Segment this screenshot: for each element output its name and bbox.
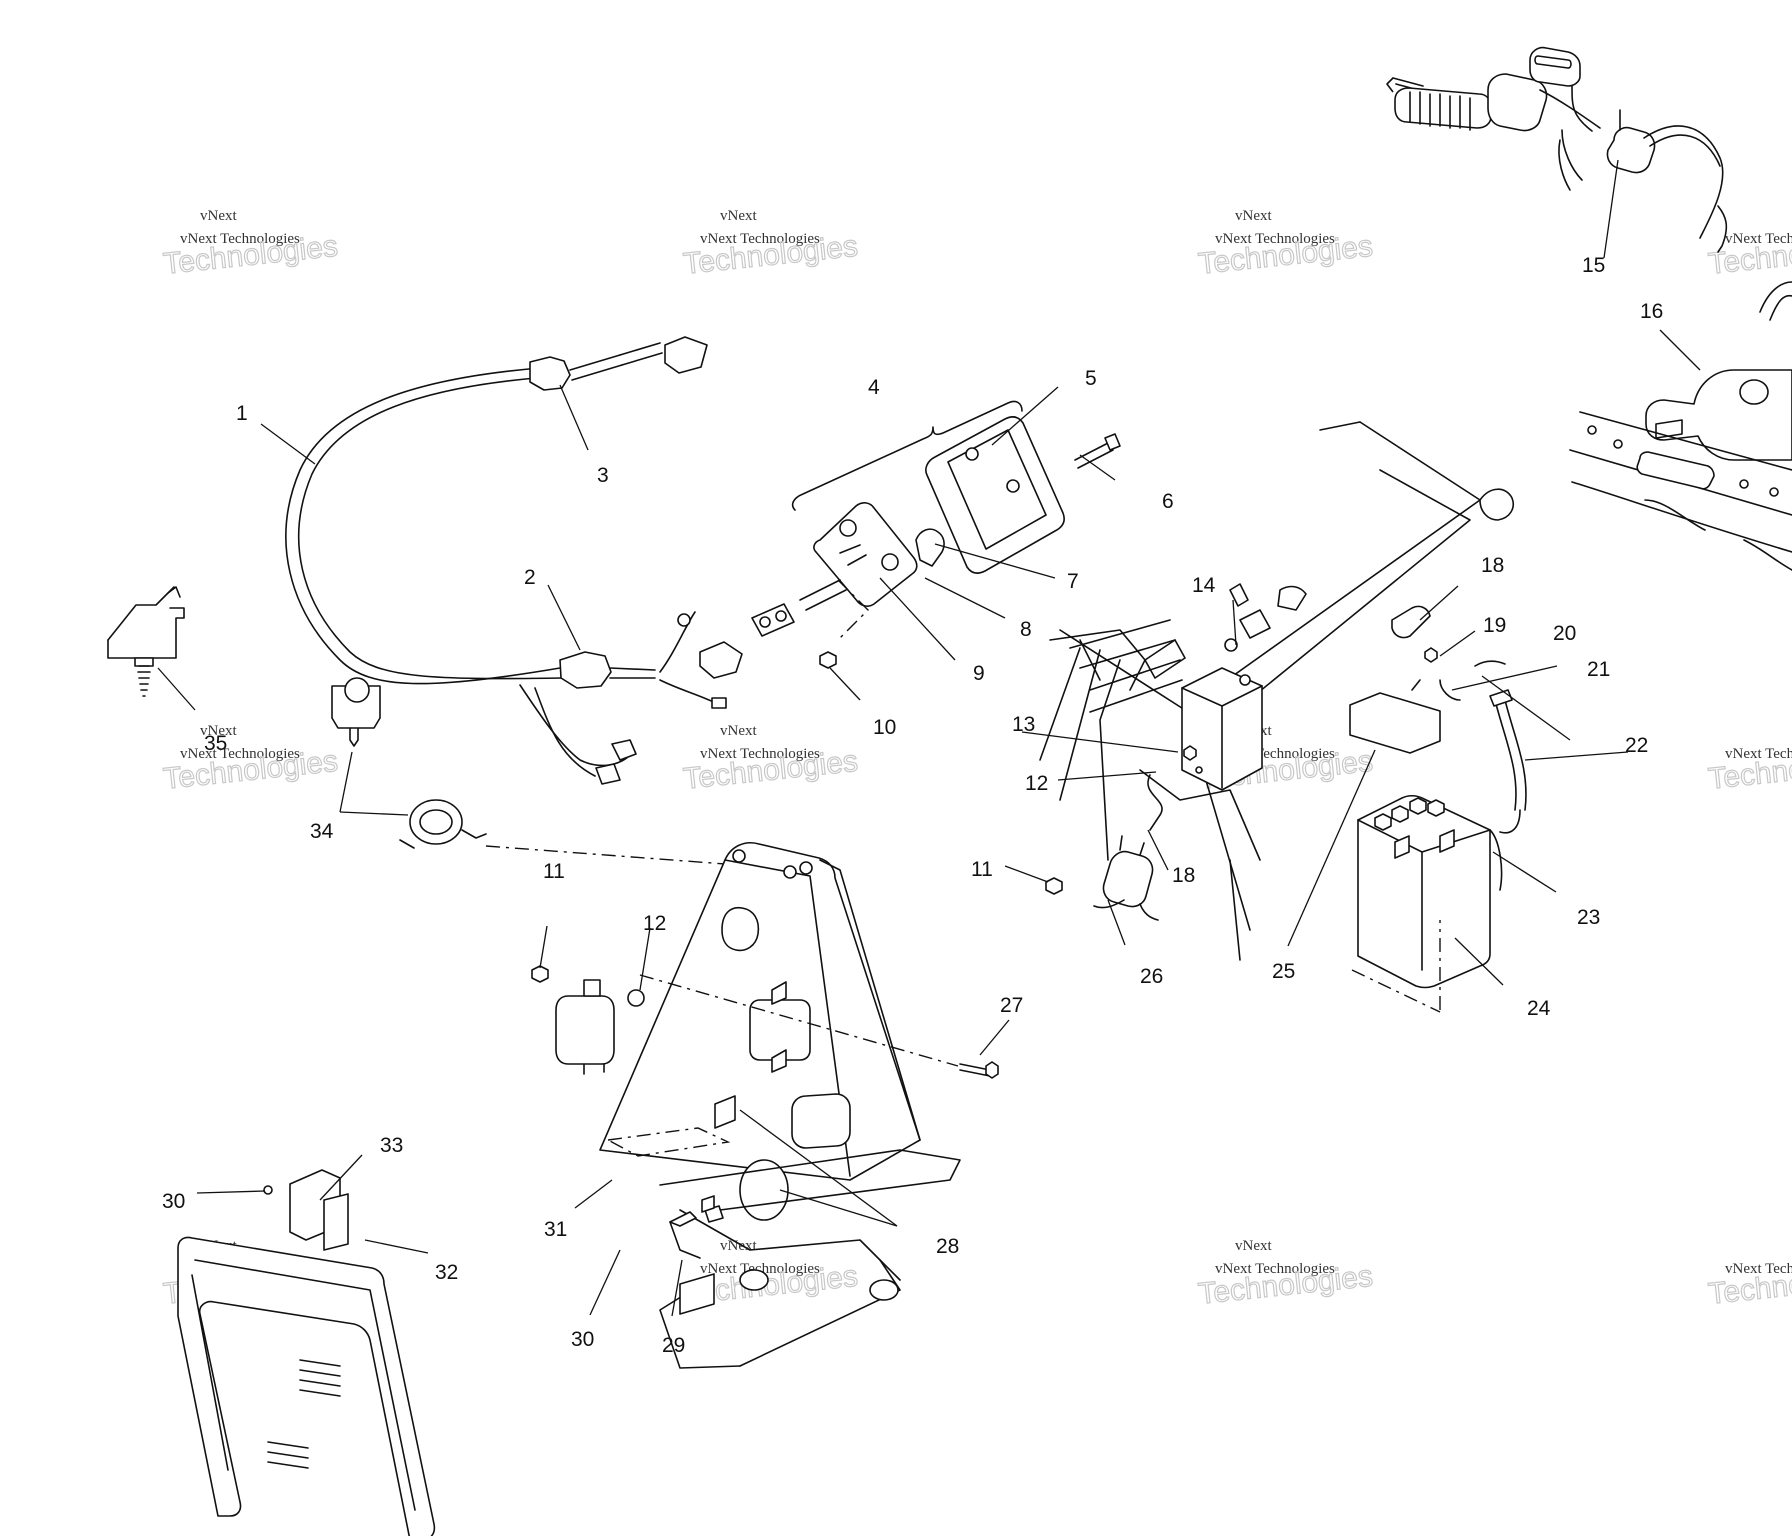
handlebar-switch bbox=[1386, 46, 1728, 253]
callout-14: 14 bbox=[1192, 574, 1216, 597]
svg-text:vNext: vNext bbox=[720, 723, 757, 739]
callout-23: 23 bbox=[1577, 906, 1600, 929]
callout-7: 7 bbox=[1067, 570, 1079, 593]
callout-10: 10 bbox=[873, 716, 896, 739]
watermark: vNext vNext Technologies Technologies bbox=[161, 723, 340, 796]
callout-4: 4 bbox=[868, 376, 880, 399]
callout-28: 28 bbox=[936, 1235, 959, 1258]
svg-text:vNext Technologies: vNext Technologies bbox=[1215, 1261, 1335, 1277]
watermark: vNext Technologies Technologies bbox=[1706, 744, 1792, 796]
callout-13: 13 bbox=[1012, 713, 1035, 736]
svg-text:vNext Technologies: vNext Technologies bbox=[180, 231, 300, 247]
coil-centre bbox=[531, 965, 645, 1075]
callout-22: 22 bbox=[1625, 734, 1648, 757]
svg-text:vNext: vNext bbox=[720, 1238, 757, 1254]
watermark: vNext vNext Technologies Technologies bbox=[1196, 208, 1375, 281]
callout-8: 8 bbox=[1020, 618, 1032, 641]
mounting-plate bbox=[599, 842, 999, 1369]
watermark: vNext Technologies Technologies bbox=[1706, 229, 1792, 281]
watermark: vNext vNext Technologies Technologies bbox=[1196, 1238, 1375, 1311]
callout-32: 32 bbox=[435, 1261, 458, 1284]
svg-text:vNext Technologies: vNext Technologies bbox=[700, 231, 820, 247]
callout-30-guard: 30 bbox=[162, 1190, 185, 1213]
watermark: vNext vNext Technologies Technologies bbox=[681, 723, 860, 796]
callout-35: 35 bbox=[204, 732, 227, 755]
horn-frame bbox=[1569, 281, 1792, 571]
callout-15: 15 bbox=[1582, 254, 1605, 277]
callout-11-centre: 11 bbox=[543, 860, 565, 883]
callout-16: 16 bbox=[1640, 300, 1663, 323]
svg-text:vNext: vNext bbox=[200, 208, 237, 224]
callout-9: 9 bbox=[973, 662, 985, 685]
watermark-group: vNext vNext Technologies Technologies vN… bbox=[161, 208, 1792, 1311]
svg-text:vNext Technologies: vNext Technologies bbox=[1215, 231, 1335, 247]
watermark: vNext vNext Technologies Technologies bbox=[161, 208, 340, 281]
svg-text:vNext Technologies: vNext Technologies bbox=[1725, 231, 1792, 247]
tail-light-assembly bbox=[751, 400, 1121, 669]
callout-6: 6 bbox=[1162, 490, 1174, 513]
leader-lines bbox=[157, 159, 1701, 1317]
watermark: vNext vNext Technologies Technologies bbox=[681, 208, 860, 281]
callout-11: 11 bbox=[971, 858, 993, 881]
callout-12-centre: 12 bbox=[643, 912, 666, 935]
callout-26: 26 bbox=[1140, 965, 1163, 988]
callout-25: 25 bbox=[1272, 960, 1295, 983]
frame-battery bbox=[1039, 421, 1527, 1013]
callout-21: 21 bbox=[1587, 658, 1610, 681]
callout-12: 12 bbox=[1025, 772, 1048, 795]
callout-18-mid: 18 bbox=[1172, 864, 1195, 887]
callout-33: 33 bbox=[380, 1134, 403, 1157]
callout-34: 34 bbox=[310, 820, 334, 843]
callout-31: 31 bbox=[544, 1218, 567, 1241]
svg-text:vNext Technologies: vNext Technologies bbox=[1725, 1261, 1792, 1277]
footwell-guard bbox=[177, 1169, 436, 1536]
svg-text:vNext: vNext bbox=[720, 208, 757, 224]
svg-text:vNext Technologies: vNext Technologies bbox=[1725, 746, 1792, 762]
callout-29: 29 bbox=[662, 1334, 685, 1357]
wiring-harness bbox=[285, 336, 743, 785]
callout-5: 5 bbox=[1085, 367, 1097, 390]
svg-text:vNext Technologies: vNext Technologies bbox=[700, 746, 820, 762]
callout-2: 2 bbox=[524, 566, 536, 589]
callout-19: 19 bbox=[1483, 614, 1506, 637]
callout-labels: 1 2 3 4 5 6 7 8 9 10 11 12 13 14 15 16 1… bbox=[162, 254, 1663, 1357]
svg-text:vNext Technologies: vNext Technologies bbox=[700, 1261, 820, 1277]
callout-24: 24 bbox=[1527, 997, 1551, 1020]
svg-text:vNext: vNext bbox=[1235, 208, 1272, 224]
svg-text:vNext: vNext bbox=[200, 723, 237, 739]
callout-20: 20 bbox=[1553, 622, 1576, 645]
callout-27: 27 bbox=[1000, 994, 1023, 1017]
svg-text:vNext Technologies: vNext Technologies bbox=[180, 746, 300, 762]
item-35-rivet bbox=[107, 586, 185, 697]
svg-text:vNext: vNext bbox=[1235, 1238, 1272, 1254]
watermark: vNext Technologies Technologies bbox=[1706, 1259, 1792, 1311]
callout-18: 18 bbox=[1481, 554, 1504, 577]
item-34-clips bbox=[331, 677, 806, 871]
callout-30: 30 bbox=[571, 1328, 594, 1351]
callout-1: 1 bbox=[236, 402, 248, 425]
callout-3: 3 bbox=[597, 464, 609, 487]
